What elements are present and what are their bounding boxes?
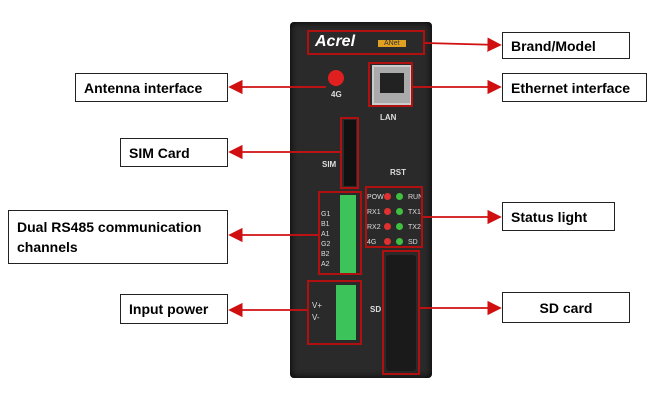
antenna-text: 4G [331,90,342,99]
label-sim: SIM Card [120,138,228,167]
highlight-sim [340,117,359,189]
pin-label: A1 [321,231,330,238]
led-label: RX1 [367,209,381,216]
brand-logo: Acrel [315,33,356,50]
ethernet-port [372,65,412,105]
label-status: Status light [502,202,615,231]
label-rs485: Dual RS485 communication channels [8,210,228,264]
label-sd: SD card [502,292,630,323]
rst-text: RST [390,168,406,177]
power-terminal [336,285,356,340]
highlight-status [365,186,423,248]
antenna-connector [328,70,344,86]
lan-text: LAN [380,113,397,122]
highlight-sd [382,250,420,375]
led-label: 4G [367,239,377,246]
led-red [384,223,391,230]
highlight-brand [307,30,425,55]
pin-label: B1 [321,221,330,228]
led-green [396,208,403,215]
led-red [384,193,391,200]
led-red [384,238,391,245]
pin-label: V+ [312,301,323,310]
led-label: TX1 [408,209,421,216]
highlight-power [307,280,362,345]
led-label: RUN [408,194,424,201]
sim-text: SIM [322,160,337,169]
label-antenna: Antenna interface [75,73,228,102]
sim-slot [344,120,356,186]
sd-cover [386,255,416,371]
pin-label: V- [312,313,320,322]
led-red [384,208,391,215]
label-power: Input power [120,294,228,324]
led-green [396,193,403,200]
arrow-brand [424,37,502,52]
label-brand-model: Brand/Model [502,32,630,59]
pin-label: A2 [321,261,330,268]
highlight-ethernet [368,62,413,107]
label-ethernet: Ethernet interface [502,73,647,102]
led-green [396,223,403,230]
led-green [396,238,403,245]
pin-label: G2 [321,241,331,248]
led-label: RX2 [367,224,381,231]
led-label: TX2 [408,224,421,231]
sd-text: SD [370,305,382,314]
led-label: SD [408,239,418,246]
led-label: POW [367,194,384,201]
rs485-terminal [340,195,356,273]
highlight-rs485 [318,191,362,275]
model-badge: ANet [378,40,406,47]
pin-label: G1 [321,211,331,218]
pin-label: B2 [321,251,330,258]
